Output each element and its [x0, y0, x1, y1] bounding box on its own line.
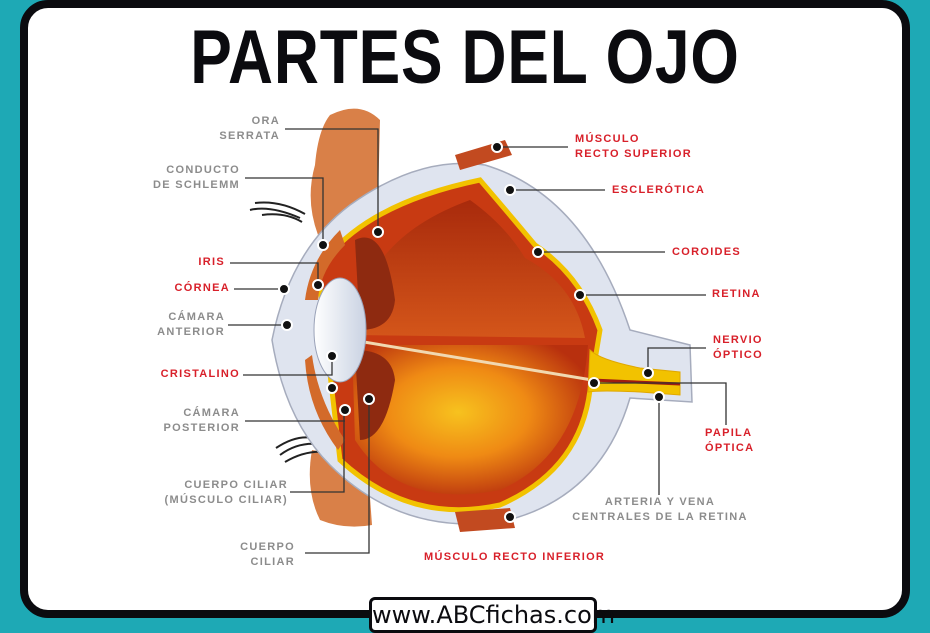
website-footer: www.ABCfichas.com	[369, 597, 615, 633]
leader-lines	[228, 128, 727, 554]
label-cristalino: CRISTALINO	[160, 368, 240, 380]
label-cornea: CÓRNEA	[174, 282, 230, 294]
ciliary-body-lower	[355, 350, 395, 440]
inferior-rectus-muscle	[455, 508, 515, 532]
label-musculo-recto-inferior: MÚSCULO RECTO INFERIOR	[424, 551, 606, 563]
label-cuerpo-ciliar-musculo: CUERPO CILIAR(MÚSCULO CILIAR)	[164, 479, 288, 506]
upper-vitreous	[355, 200, 585, 338]
page-title: PARTES DEL OJO	[190, 15, 740, 100]
lens	[313, 277, 367, 383]
marker-dots	[278, 141, 665, 523]
eye-illustration	[228, 108, 727, 554]
label-iris: IRIS	[198, 256, 225, 268]
cut-line	[351, 338, 593, 382]
ciliary-body-upper	[355, 237, 395, 330]
iris-lower	[305, 355, 345, 450]
label-coroides: COROIDES	[672, 246, 742, 258]
label-esclerotica: ESCLERÓTICA	[612, 184, 706, 196]
lower-vitreous	[352, 345, 588, 495]
label-retina: RETINA	[712, 288, 761, 300]
eyelash-upper	[249, 201, 306, 223]
